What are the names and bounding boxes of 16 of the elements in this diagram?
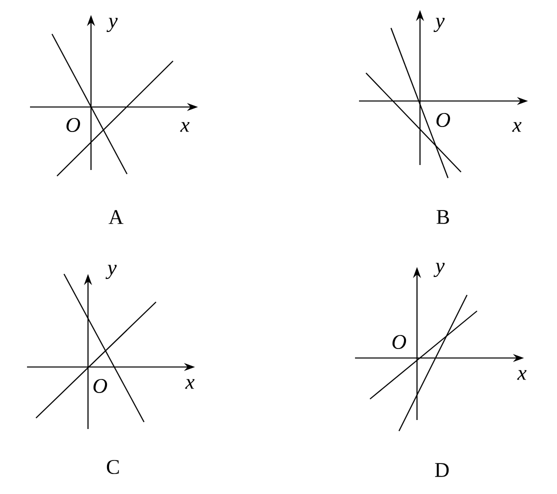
axis-label: y [106, 18, 118, 32]
option-letter: A [108, 210, 124, 224]
axis-label: y [434, 262, 445, 278]
option-letter: B [436, 210, 449, 224]
origin-label: O [66, 118, 80, 132]
origin-label: O [94, 378, 108, 394]
axis-label: x [185, 379, 194, 389]
axis-label: x [180, 122, 190, 132]
axis-label: x [512, 122, 522, 132]
option-letter: D [435, 463, 449, 477]
axis-label: x [517, 370, 526, 380]
origin-label: O [436, 112, 450, 128]
axis-label: y [434, 18, 445, 32]
option-letter: C [106, 460, 119, 474]
axis-label: y [106, 264, 117, 280]
origin-label: O [392, 334, 406, 350]
